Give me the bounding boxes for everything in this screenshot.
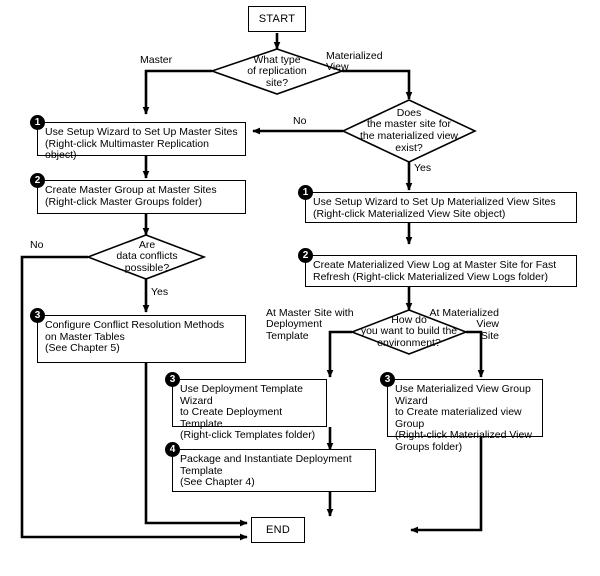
end-label: END bbox=[265, 524, 291, 536]
process-configure-conflict-resolution: Configure Conflict Resolution Methods on… bbox=[37, 315, 246, 363]
branch-label-at-materialized-view-site: At Materialized View Site bbox=[429, 307, 499, 342]
start-terminal: START bbox=[248, 6, 306, 32]
process-package-instantiate: Package and Instantiate Deployment Templ… bbox=[172, 449, 376, 492]
branch-label-no-conflicts: No bbox=[30, 239, 44, 251]
process-create-mv-log: Create Materialized View Log at Master S… bbox=[305, 255, 577, 287]
process-create-master-group: Create Master Group at Master Sites (Rig… bbox=[37, 180, 246, 214]
step-badge-1-mv: 1 bbox=[298, 185, 313, 200]
branch-label-yes-conflicts: Yes bbox=[151, 286, 169, 298]
step-badge-2-master: 2 bbox=[30, 173, 45, 188]
edge-no-conflicts-to-end bbox=[20, 255, 248, 541]
process-deployment-template-wizard: Use Deployment Template Wizard to Create… bbox=[172, 379, 327, 441]
edge-materialized-view-branch bbox=[342, 69, 413, 100]
step-badge-3-mvgroup: 3 bbox=[380, 372, 395, 387]
decision-master-site-exists-shape bbox=[341, 99, 477, 163]
branch-label-yes-master-exists: Yes bbox=[414, 162, 432, 174]
end-terminal: END bbox=[251, 517, 305, 543]
step-badge-4-package: 4 bbox=[165, 442, 180, 457]
edge-master-branch bbox=[142, 69, 212, 115]
decision-master-site-exists-text: Does the master site for the materialize… bbox=[359, 106, 459, 154]
decision-build-environment-text: How do you want to build the environment… bbox=[360, 313, 458, 349]
branch-label-no-master-exists: No bbox=[293, 115, 307, 127]
edge-dt-branch bbox=[326, 330, 352, 378]
step-badge-2-mv: 2 bbox=[298, 248, 313, 263]
decision-replication-type-text: What type of replication site? bbox=[247, 53, 307, 89]
edge-box3-to-end bbox=[144, 363, 248, 527]
branch-label-at-master-site-with-dt: At Master Site with Deployment Template bbox=[266, 307, 354, 342]
decision-build-environment-shape bbox=[349, 309, 469, 355]
step-badge-3-dt: 3 bbox=[165, 372, 180, 387]
branch-label-master: Master bbox=[140, 54, 173, 66]
decision-data-conflicts-text: Are data conflicts possible? bbox=[116, 238, 178, 274]
process-mv-group-wizard: Use Materialized View Group Wizard to Cr… bbox=[387, 379, 543, 453]
start-label: START bbox=[258, 13, 296, 25]
edge-mv-group-to-end bbox=[410, 437, 483, 534]
decision-replication-type-shape bbox=[209, 48, 345, 95]
process-mv-sites-setup: Use Setup Wizard to Set Up Materialized … bbox=[305, 192, 577, 223]
step-badge-3-master: 3 bbox=[30, 308, 45, 323]
process-master-sites-setup: Use Setup Wizard to Set Up Master Sites … bbox=[37, 122, 246, 161]
edge-mv-site-branch bbox=[466, 330, 485, 378]
step-badge-1-master: 1 bbox=[30, 115, 45, 130]
decision-data-conflicts-shape bbox=[85, 234, 207, 280]
branch-label-materialized-view: Materialized View bbox=[326, 50, 383, 74]
